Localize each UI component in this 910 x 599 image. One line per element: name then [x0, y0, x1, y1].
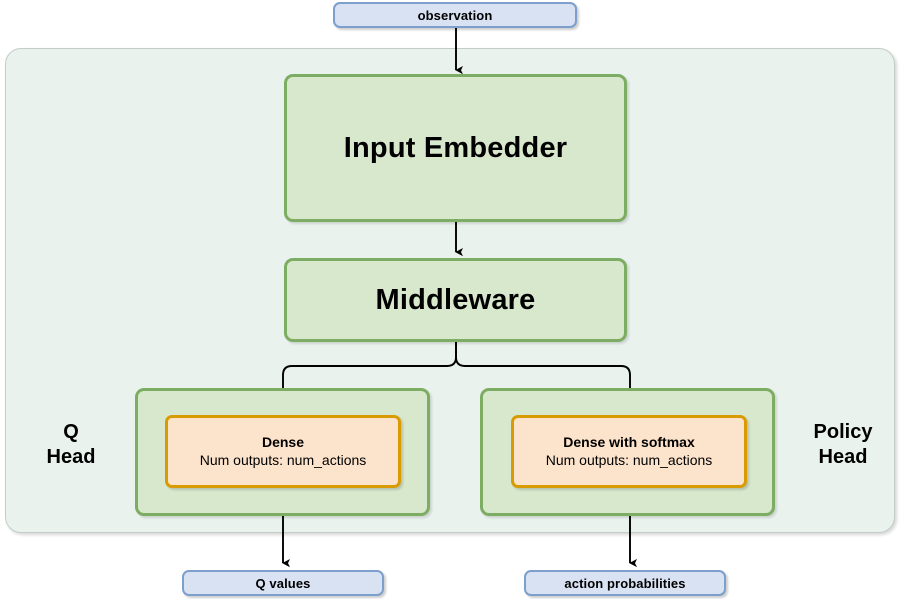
q-head-layer-subtitle: Num outputs: num_actions: [199, 451, 367, 468]
action-probabilities-label: action probabilities: [564, 575, 686, 591]
q-head-dense-layer[interactable]: Dense Num outputs: num_actions: [165, 415, 401, 488]
policy-head-dense-softmax-layer[interactable]: Dense with softmax Num outputs: num_acti…: [511, 415, 747, 488]
policy-head-side-label: Policy Head: [813, 421, 873, 468]
q-head-layer-title: Dense: [261, 433, 305, 450]
action-probabilities-box[interactable]: action probabilities: [524, 570, 726, 596]
q-values-label: Q values: [255, 575, 311, 591]
middleware-box[interactable]: Middleware: [284, 258, 627, 342]
input-embedder-box[interactable]: Input Embedder: [284, 74, 627, 222]
input-embedder-label: Input Embedder: [343, 131, 568, 164]
policy-head-layer-subtitle: Num outputs: num_actions: [545, 451, 713, 468]
observation-box[interactable]: observation: [333, 2, 577, 28]
policy-head-layer-title: Dense with softmax: [563, 433, 695, 450]
middleware-label: Middleware: [375, 283, 536, 316]
q-head-side-label: Q Head: [46, 421, 96, 468]
observation-label: observation: [417, 7, 493, 23]
q-values-box[interactable]: Q values: [182, 570, 384, 596]
